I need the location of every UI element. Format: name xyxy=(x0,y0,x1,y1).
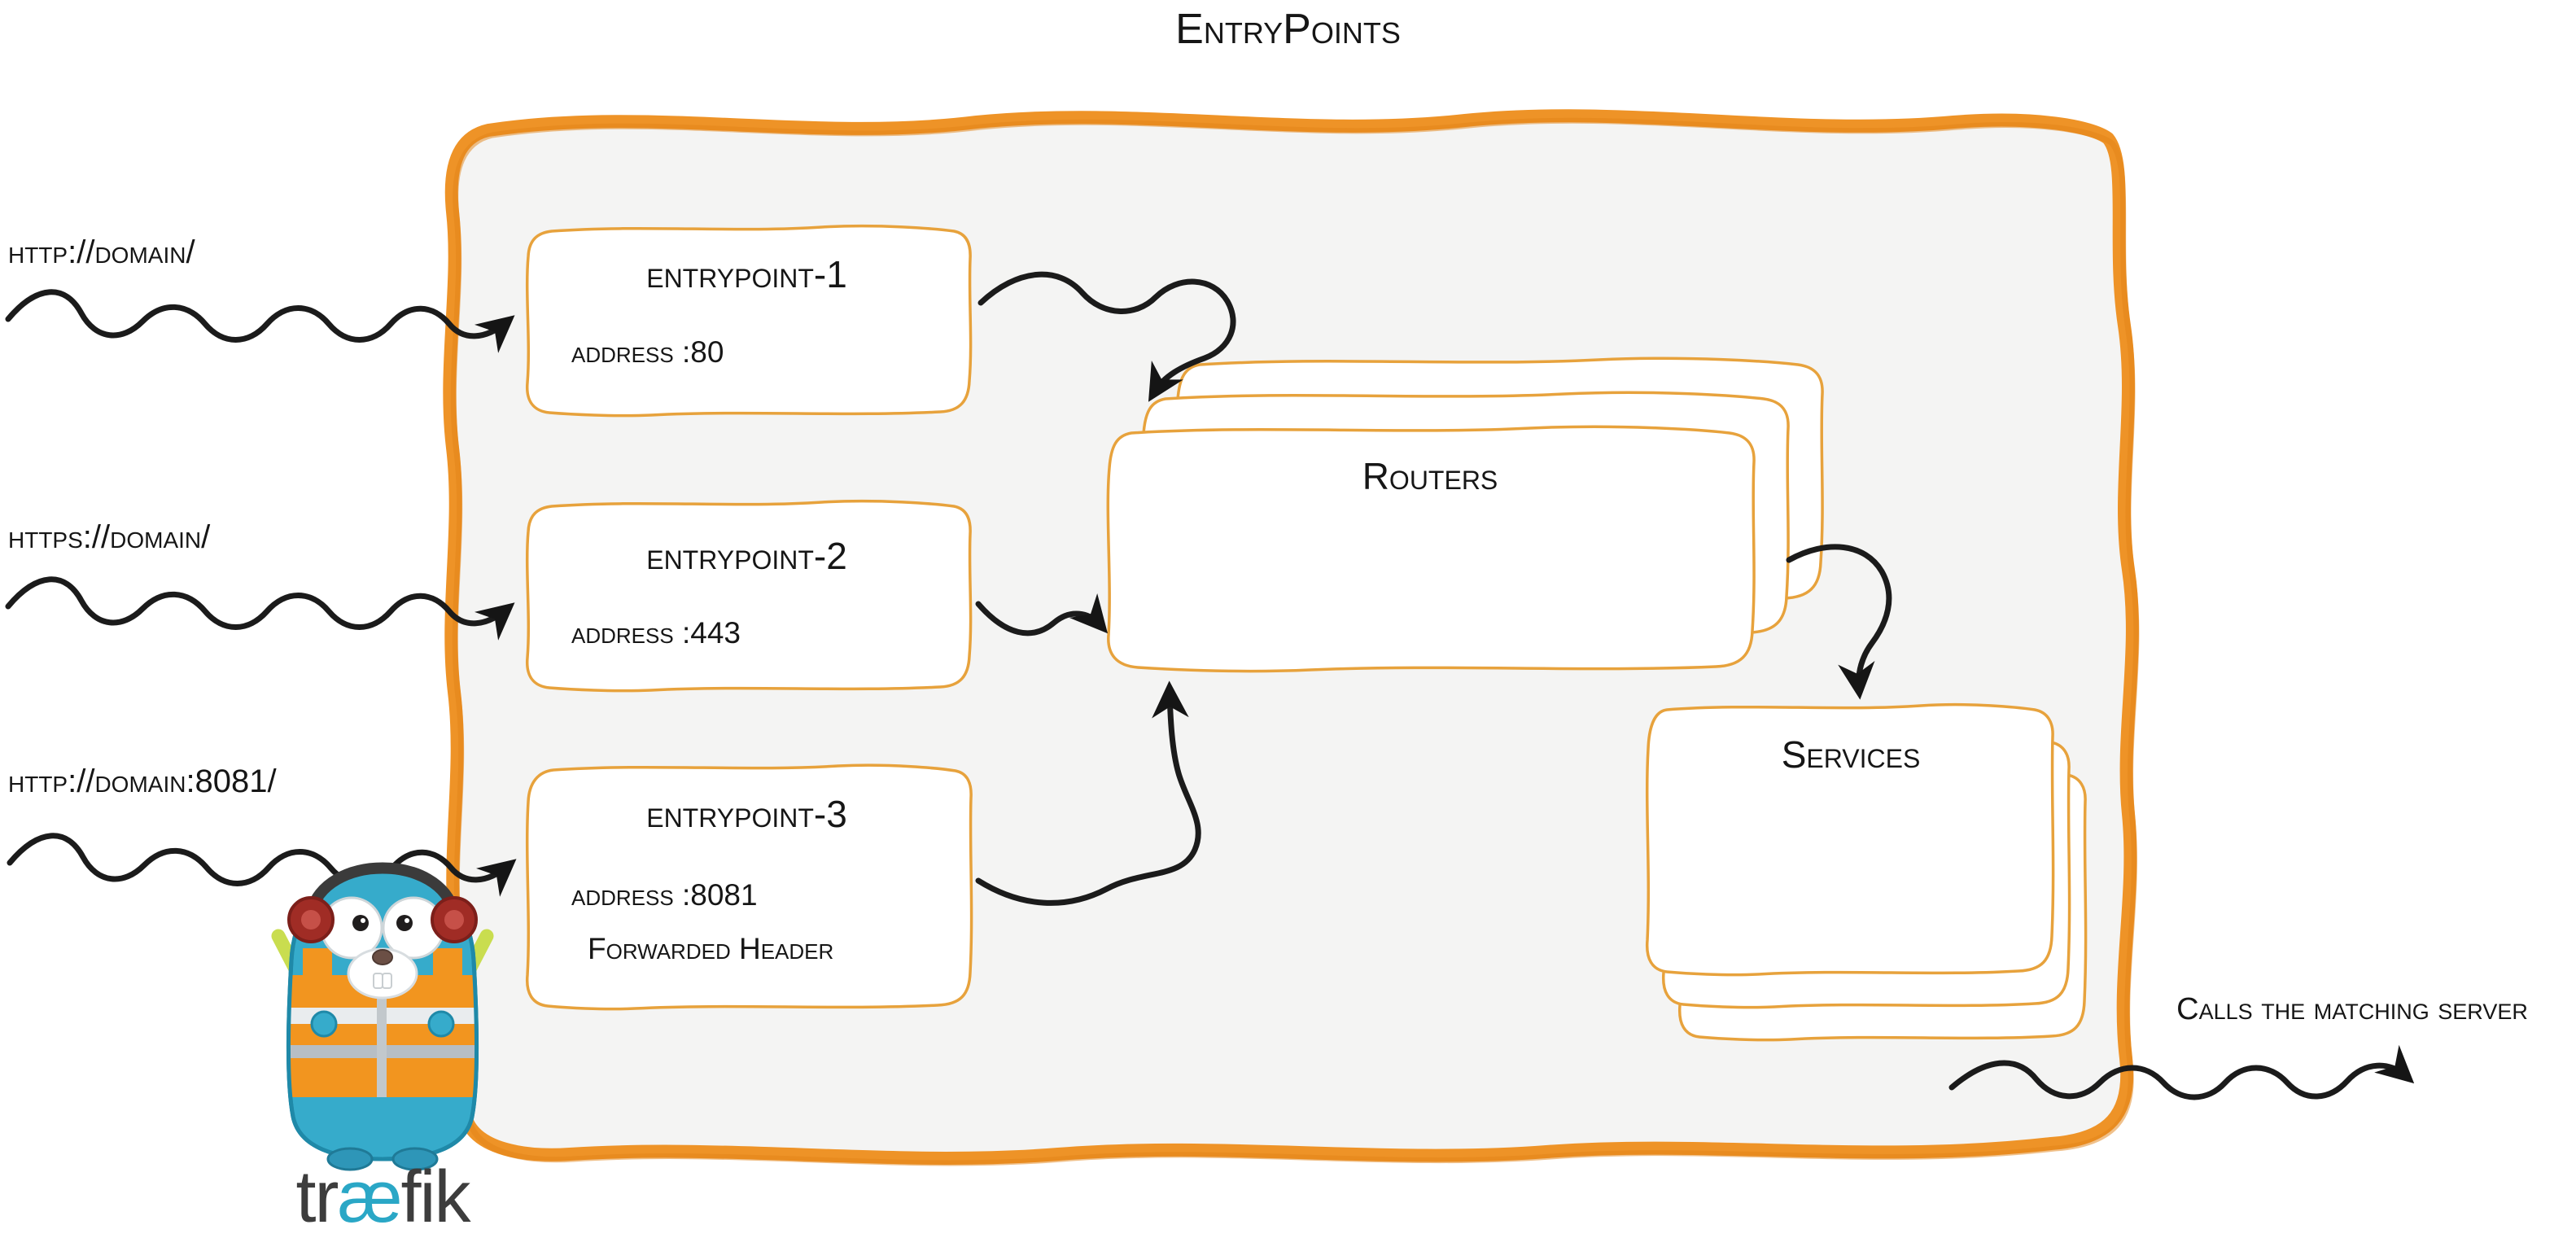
entrypoint-1-box xyxy=(525,224,973,418)
arrow-entrypoint1-to-routers xyxy=(977,271,1236,402)
gopher-pupil-right xyxy=(396,915,413,931)
services-box xyxy=(1645,702,2055,977)
entrypoint-3-forwarded-header: Forwarded Header xyxy=(588,932,834,965)
arrow-request-8081 xyxy=(7,833,517,897)
diagram-title: EntryPoints xyxy=(1175,6,1401,53)
traefik-wordmark: træfik xyxy=(260,1157,505,1238)
gopher-tooth-left xyxy=(373,973,383,989)
request-label-http: http://domain/ xyxy=(8,234,195,270)
arrow-entrypoint2-to-routers xyxy=(975,593,1108,636)
main-container-border-texture xyxy=(450,117,2140,1166)
routers-stack xyxy=(1106,357,1824,673)
entrypoint-1-address: address :80 xyxy=(571,335,724,369)
arrow-request-http xyxy=(5,289,515,353)
gopher-hand-right xyxy=(427,1010,455,1038)
entrypoint-3-address: address :8081 xyxy=(571,878,758,912)
arrow-entrypoint3-to-routers xyxy=(975,680,1201,906)
request-label-https: https://domain/ xyxy=(8,519,211,555)
earmuff-right-center xyxy=(444,910,464,930)
wordmark-pre: tr xyxy=(295,1157,339,1238)
entrypoint-2-title: entrypoint-2 xyxy=(646,535,847,577)
gopher-body-outline xyxy=(286,865,479,1161)
gopher-pupil-left-highlight xyxy=(361,918,365,923)
services-label: Services xyxy=(1781,733,1921,776)
headphones-band xyxy=(305,862,460,919)
calls-matching-server-caption: Calls the matching server xyxy=(2176,992,2528,1026)
gopher-foot-right xyxy=(391,1147,439,1171)
entrypoint-3-box xyxy=(525,763,973,1011)
request-label-8081: http://domain:8081/ xyxy=(8,763,277,799)
entrypoint-2-box xyxy=(525,499,973,693)
earmuff-left-center xyxy=(301,910,321,930)
routers-label: Routers xyxy=(1362,455,1498,497)
entrypoint-3-title: entrypoint-3 xyxy=(646,793,847,835)
arrow-calls-matching-server xyxy=(1948,1044,2415,1100)
entrypoint-1-title: entrypoint-1 xyxy=(646,253,847,295)
gopher-pupil-right-highlight xyxy=(405,918,409,923)
arrow-routers-to-services xyxy=(1786,544,1892,700)
arrow-request-https xyxy=(5,576,515,641)
routers-box xyxy=(1106,425,1756,673)
gopher-pupil-left xyxy=(352,915,369,931)
gopher-hand-left xyxy=(310,1010,338,1038)
wordmark-post: fik xyxy=(400,1157,471,1238)
gopher-foot-left xyxy=(326,1147,374,1171)
services-stack xyxy=(1645,702,2088,1042)
traefik-gopher-logo xyxy=(271,862,494,1171)
wordmark-ae: æ xyxy=(337,1157,402,1238)
gopher-tooth-right xyxy=(382,973,392,989)
gopher-nose xyxy=(372,949,393,965)
entrypoint-2-address: address :443 xyxy=(571,616,741,650)
